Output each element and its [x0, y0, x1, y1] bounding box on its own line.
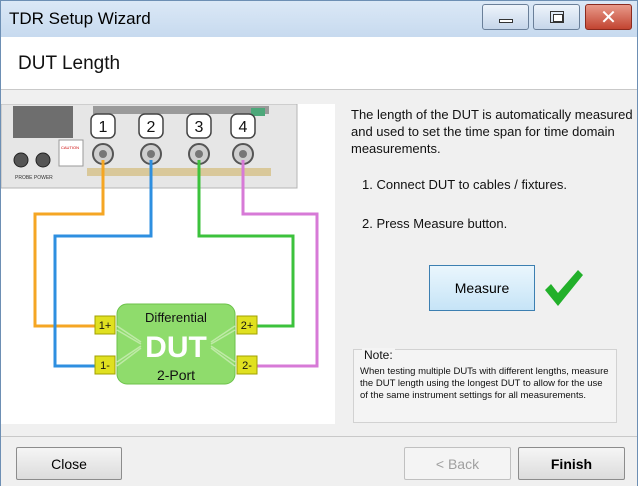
- pin-1minus: [94, 355, 116, 375]
- maximize-icon: [550, 11, 564, 23]
- port-label-box: [186, 113, 212, 139]
- note-box: Note: When testing multiple DUTs with di…: [353, 348, 617, 423]
- pin-label: 2+: [241, 320, 254, 332]
- window-title: TDR Setup Wizard: [9, 9, 151, 28]
- title-bar[interactable]: TDR Setup Wizard ✕: [1, 1, 637, 37]
- finish-button[interactable]: Finish: [518, 447, 625, 480]
- connection-diagram: PROBE POWER CAUTION 1 2 3 4: [1, 104, 335, 424]
- note-text: When testing multiple DUTs with differen…: [360, 366, 609, 401]
- pin-1plus: [94, 315, 116, 335]
- probe-power-label: PROBE POWER: [15, 175, 53, 181]
- minimize-icon: [499, 19, 513, 23]
- port-label: 3: [195, 119, 204, 136]
- minimize-button[interactable]: [482, 4, 529, 30]
- pin-2plus: [236, 315, 258, 335]
- caution-label: [58, 139, 84, 167]
- caution-text: CAUTION: [61, 145, 79, 150]
- pin-2minus: [236, 355, 258, 375]
- wizard-footer: Close < Back Finish: [1, 436, 637, 486]
- pin-label: 1+: [99, 320, 112, 332]
- instrument-strip: [93, 106, 269, 114]
- note-title: Note:: [362, 348, 395, 362]
- instrument-key: [251, 108, 265, 116]
- pin-label: 2-: [242, 360, 252, 372]
- close-button[interactable]: Close: [16, 447, 122, 480]
- port-connector-core: [99, 150, 107, 158]
- port-connector-core: [195, 150, 203, 158]
- port-connector-core: [147, 150, 155, 158]
- close-icon: ✕: [600, 5, 617, 29]
- dut-body: [116, 303, 236, 385]
- cable-port4: [241, 160, 319, 368]
- instrument-display: [13, 106, 73, 138]
- port-connector-core: [239, 150, 247, 158]
- back-button[interactable]: < Back: [404, 447, 511, 480]
- port-label-box: [138, 113, 164, 139]
- port-label: 4: [239, 119, 248, 136]
- description-text: The length of the DUT is automatically m…: [351, 107, 633, 156]
- cable-port3: [197, 160, 295, 328]
- port-label: 2: [147, 119, 156, 136]
- port-label-box: [230, 113, 256, 139]
- step-connect: 1. Connect DUT to cables / fixtures.: [362, 177, 567, 192]
- page-title: DUT Length: [18, 53, 121, 74]
- dut-title: Differential: [145, 310, 207, 325]
- wizard-header: DUT Length: [1, 37, 637, 90]
- cable-port2: [53, 160, 153, 368]
- dut-name: DUT: [145, 331, 207, 364]
- dut-subtitle: 2-Port: [157, 367, 195, 383]
- port-label: 1: [99, 119, 108, 136]
- step-measure: 2. Press Measure button.: [362, 216, 508, 231]
- probe-port-left: [13, 152, 29, 168]
- pin-label: 1-: [100, 360, 110, 372]
- maximize-button[interactable]: [533, 4, 580, 30]
- dut-traces: [116, 325, 236, 367]
- port-label-box: [90, 113, 116, 139]
- port-strip: [87, 168, 271, 176]
- checkmark-icon: [545, 270, 583, 306]
- probe-port-right: [35, 152, 51, 168]
- close-window-button[interactable]: ✕: [585, 4, 632, 30]
- measure-button[interactable]: Measure: [429, 265, 535, 311]
- wizard-content: PROBE POWER CAUTION 1 2 3 4: [1, 90, 637, 436]
